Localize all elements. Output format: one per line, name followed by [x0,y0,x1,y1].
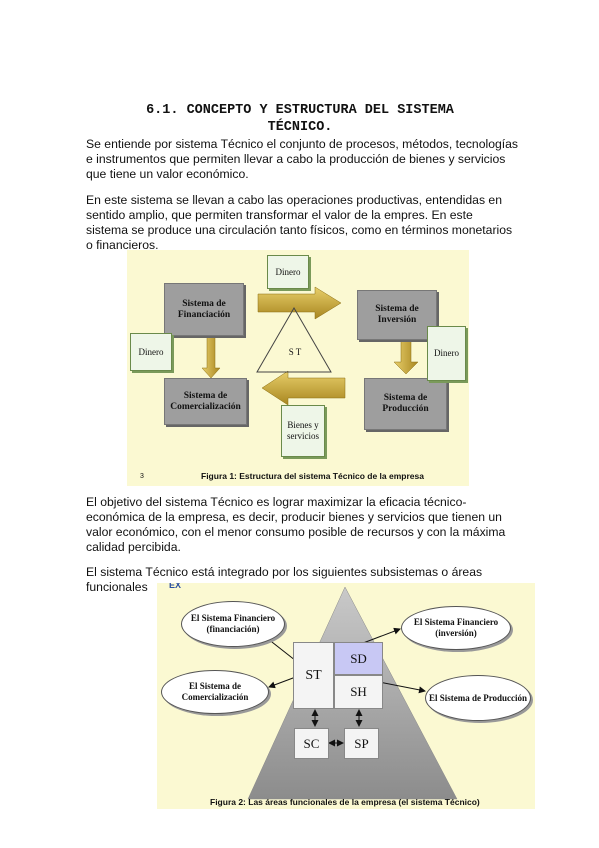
figure-2-functional-areas: EX El Sistema Financiero (financiación) … [157,583,535,809]
ellipse-financiero-inversion: El Sistema Financiero (inversión) [401,606,511,650]
section-heading: 6.1. CONCEPTO Y ESTRUCTURA DEL SISTEMA T… [100,102,500,136]
center-triangle [256,307,332,373]
figure-1-caption: Figura 1: Estructura del sistema Técnico… [201,471,424,481]
box-inversion: Sistema de Inversión [357,290,437,340]
label-bienes-servicios: Bienes y servicios [281,405,325,457]
money-flow-arrow-top [257,286,342,320]
paragraph-objective: El objetivo del sistema Técnico es logra… [86,495,506,554]
cell-sd: SD [334,642,383,675]
section-heading-line-2: TÉCNICO. [267,120,333,135]
cell-sh: SH [334,675,383,709]
section-heading-line-1: 6.1. CONCEPTO Y ESTRUCTURA DEL SISTEMA [146,103,454,118]
box-financiacion: Sistema de Financiación [164,283,244,336]
goods-flow-arrow-bottom [261,370,346,406]
figure-1-graphics [201,286,419,406]
label-dinero-left: Dinero [130,333,172,371]
ellipse-produccion: El Sistema de Producción [425,675,531,721]
box-produccion: Sistema de Producción [364,378,447,430]
paragraph-definition: Se entiende por sistema Técnico el conju… [86,137,519,181]
figure-1-page-number: 3 [140,473,144,480]
ellipse-financiero-financiacion: El Sistema Financiero (financiación) [181,601,285,647]
cell-st: ST [293,642,334,709]
cell-sp: SP [344,728,379,759]
label-dinero-top: Dinero [267,255,309,289]
figure-2-corner-tag: EX [169,583,182,590]
figure-2-caption: Figura 2: Las áreas funcionales de la em… [210,797,480,807]
center-label-st: S T [288,346,302,357]
label-dinero-right: Dinero [427,326,466,381]
box-comercializacion: Sistema de Comercialización [164,378,247,425]
figure-1-system-structure: Sistema de Financiación Sistema de Inver… [127,250,469,486]
paragraph-subsystems: El sistema Técnico está integrado por lo… [86,565,483,594]
cell-sc: SC [294,728,329,759]
paragraph-operations: En este sistema se llevan a cabo las ope… [86,193,513,252]
ellipse-comercializacion: El Sistema de Comercialización [161,670,269,714]
